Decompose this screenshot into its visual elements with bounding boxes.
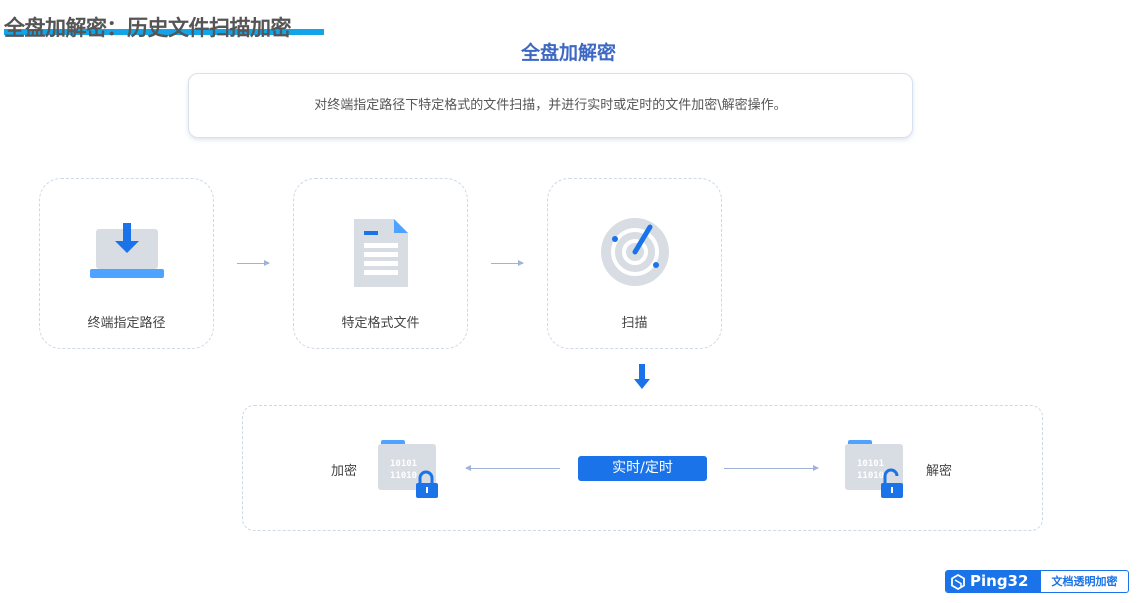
realtime-scheduled-button[interactable]: 实时/定时: [578, 456, 707, 481]
step-label: 扫描: [621, 316, 648, 331]
encryption-panel: [242, 405, 1043, 531]
svg-text:10101: 10101: [857, 459, 884, 469]
svg-text:11010: 11010: [390, 471, 417, 481]
down-arrow-icon: [634, 364, 650, 389]
step-label: 特定格式文件: [341, 316, 420, 331]
step-label: 终端指定路径: [87, 316, 166, 331]
step-card-path: 终端指定路径: [39, 178, 214, 349]
step-card-file: 特定格式文件: [293, 178, 468, 349]
page-title: 全盘加解密：历史文件扫描加密: [4, 16, 292, 40]
flow-arrow: [237, 260, 270, 266]
description-box: 对终端指定路径下特定格式的文件扫描，并进行实时或定时的文件加密\解密操作。: [188, 73, 913, 138]
logo-tagline: 文档透明加密: [1051, 575, 1118, 588]
flow-arrow: [491, 260, 524, 266]
section-title: 全盘加解密: [520, 42, 616, 64]
encrypt-label: 加密: [331, 464, 358, 479]
document-icon: [353, 219, 408, 287]
decrypt-label: 解密: [926, 464, 953, 479]
flow-arrow-right: [724, 465, 819, 471]
svg-text:10101: 10101: [390, 459, 417, 469]
logo-brand: Ping32: [970, 572, 1029, 590]
svg-text:11010: 11010: [857, 471, 884, 481]
step-card-scan: 扫描: [547, 178, 722, 349]
ping32-logo: Ping32 文档透明加密: [945, 570, 1129, 593]
flow-arrow-left: [465, 465, 560, 471]
download-laptop-icon: [89, 223, 164, 278]
radar-icon: [600, 218, 669, 286]
cube-logo-icon: [951, 574, 965, 590]
title-underline: [4, 29, 324, 35]
encrypted-folder-lock-icon: 10101 11010: [378, 440, 438, 498]
decrypted-folder-unlock-icon: 10101 11010: [845, 440, 903, 498]
